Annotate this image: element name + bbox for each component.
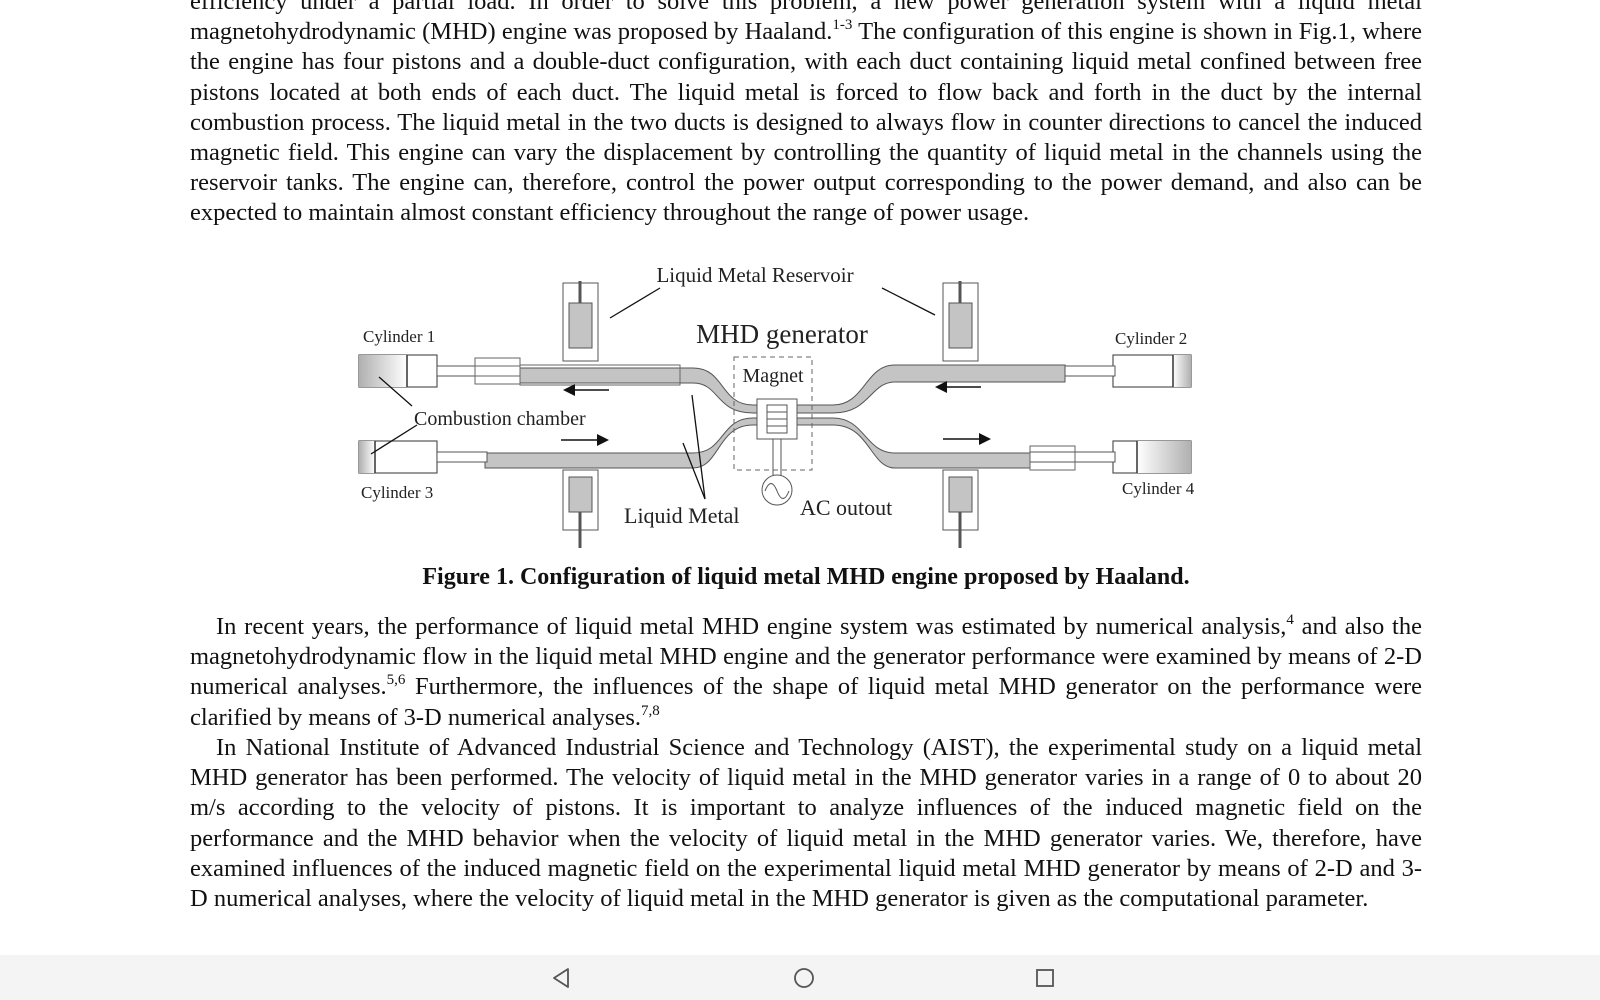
p2-part-2: and also the magnetohydrodynamic flow in… <box>190 613 1422 701</box>
back-triangle-icon <box>553 968 569 988</box>
reservoir-upper-left <box>562 281 599 362</box>
intro-rest: The configuration of this engine is show… <box>190 18 1422 227</box>
label-cylinder-3: Cylinder 3 <box>361 483 433 502</box>
home-circle-icon <box>794 968 814 988</box>
figure-caption: Figure 1. Configuration of liquid metal … <box>422 564 1190 590</box>
intro-line-1: efficiency under a partial load. In orde… <box>190 0 1422 15</box>
paragraph-recent-years: In recent years, the performance of liqu… <box>190 612 1422 733</box>
label-ac-output: AC outout <box>800 495 892 520</box>
citation-ref: 7,8 <box>641 702 660 719</box>
flow-arrow-lower-right <box>943 433 991 445</box>
flow-arrow-lower-left <box>561 434 609 446</box>
cylinder-3 <box>358 440 488 474</box>
recent-square-icon <box>1036 969 1054 987</box>
magnet <box>733 356 813 475</box>
label-magnet: Magnet <box>742 365 804 387</box>
label-reservoir: Liquid Metal Reservoir <box>656 265 853 287</box>
reservoir-lower-left <box>562 469 599 548</box>
cylinder-4 <box>1029 440 1192 474</box>
flow-arrow-upper-left <box>563 384 609 396</box>
label-combustion-chamber: Combustion chamber <box>414 408 586 430</box>
reservoir-lower-right <box>942 469 979 548</box>
flow-arrow-upper-right <box>935 381 981 393</box>
nav-home-button[interactable] <box>784 961 824 995</box>
label-cylinder-4: Cylinder 4 <box>1122 479 1195 498</box>
citation-ref: 5,6 <box>386 672 406 689</box>
ac-source-icon <box>761 474 793 506</box>
nav-back-button[interactable] <box>541 961 581 995</box>
system-navigation-bar <box>0 955 1600 1000</box>
mhd-engine-diagram: Liquid Metal Reservoir MHD generator Mag… <box>358 265 1195 548</box>
intro-line-2: magnetohydrodynamic (MHD) engine was pro… <box>190 18 833 46</box>
p2-part-1: In recent years, the performance of liqu… <box>216 613 1287 640</box>
label-cylinder-1: Cylinder 1 <box>363 327 435 346</box>
citation-ref: 1-3 <box>832 17 853 34</box>
nav-recent-apps-button[interactable] <box>1025 961 1065 995</box>
reservoir-upper-right <box>942 281 979 362</box>
paragraph-aist: In National Institute of Advanced Indust… <box>190 734 1422 913</box>
paragraph-intro: efficiency under a partial load. In orde… <box>190 0 1422 229</box>
leader-lines <box>370 287 936 500</box>
lower-duct <box>484 417 1031 469</box>
figure-mhd-engine: Liquid Metal Reservoir MHD generator Mag… <box>355 265 1235 565</box>
label-mhd-generator: MHD generator <box>696 319 868 349</box>
label-cylinder-2: Cylinder 2 <box>1115 329 1187 348</box>
label-liquid-metal: Liquid Metal <box>624 503 739 528</box>
document-page: efficiency under a partial load. In orde… <box>190 0 1422 913</box>
cylinder-2 <box>1064 354 1192 388</box>
cylinder-1 <box>358 354 521 388</box>
p2-part-3: Furthermore, the influences of the shape… <box>190 673 1422 731</box>
citation-ref: 4 <box>1286 612 1294 628</box>
